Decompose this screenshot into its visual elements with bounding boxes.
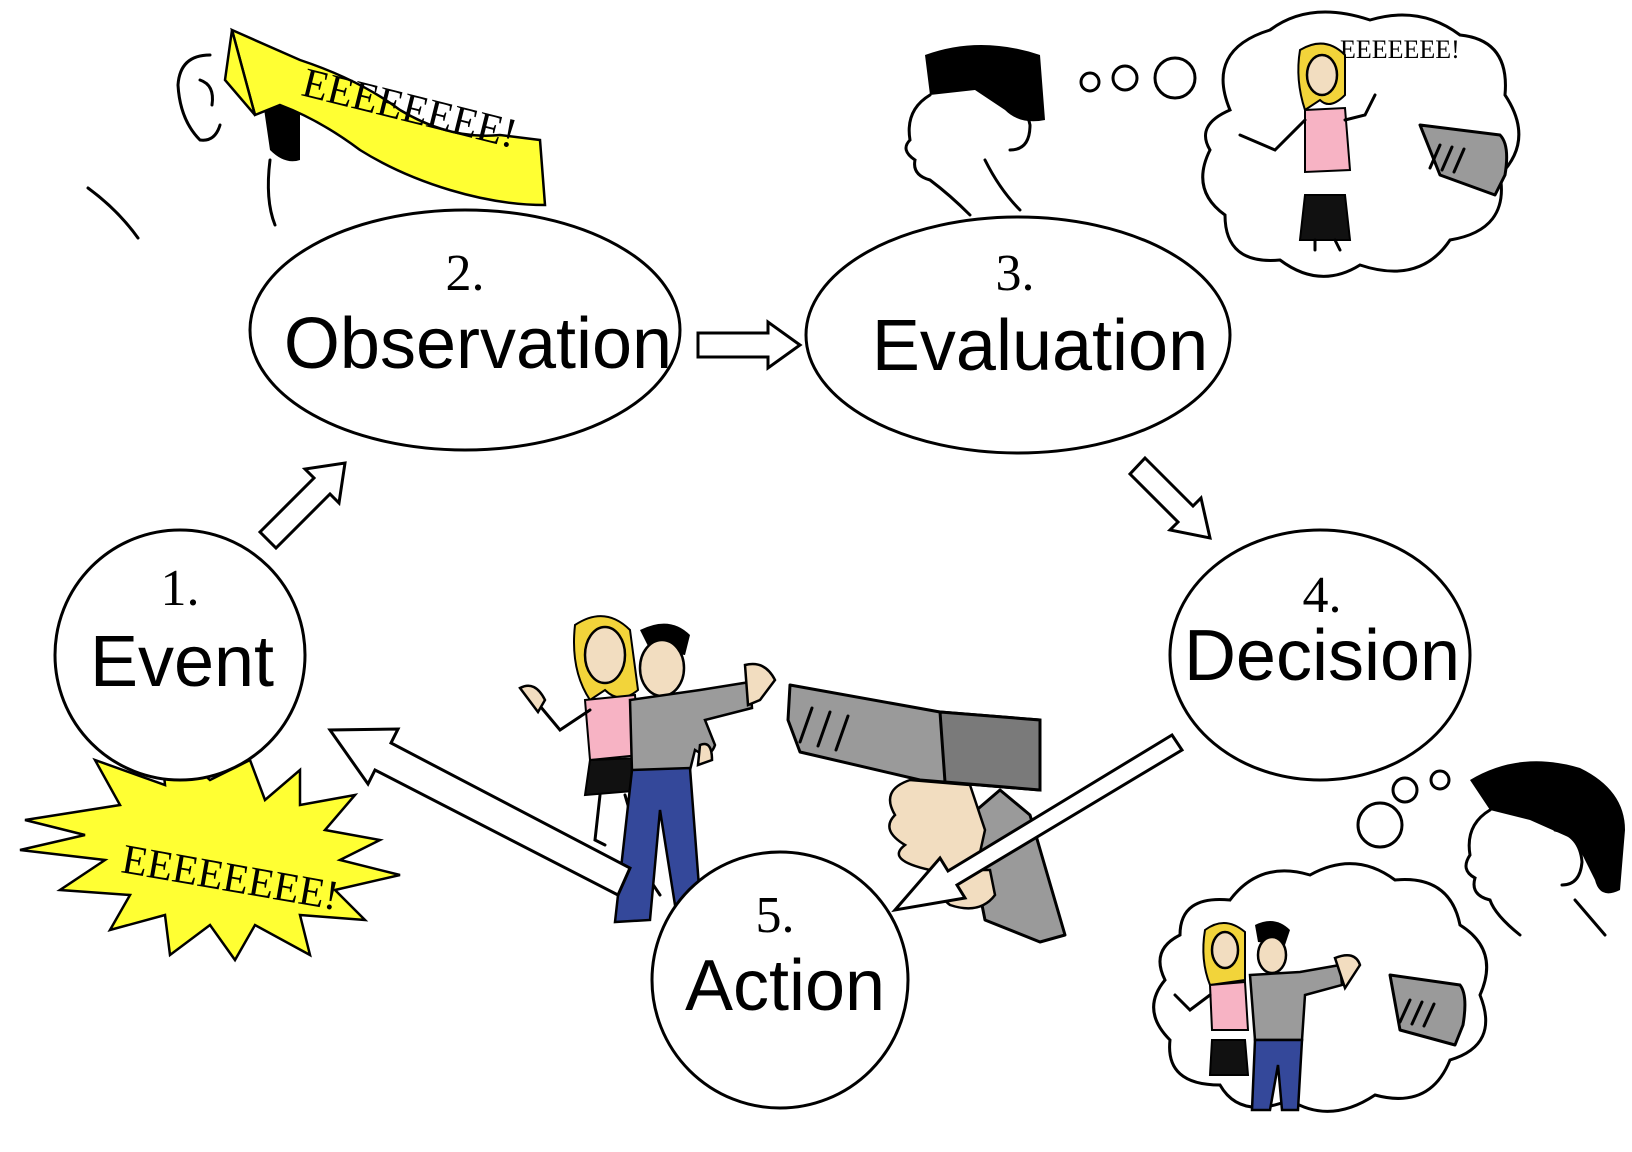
arrow-event-to-observation (257, 461, 347, 551)
node-event-label: Event (90, 622, 274, 702)
node-observation: 2. Observation (248, 208, 682, 452)
node-action: 5. Action (650, 850, 910, 1110)
node-decision-number: 4. (1303, 567, 1342, 624)
node-action-number: 5. (756, 887, 795, 944)
node-event-number: 1. (161, 560, 200, 617)
thought-cloud-top: EEEEEEE! (1201, 10, 1521, 278)
node-decision: 4. Decision (1168, 528, 1472, 782)
thinking-man-top (904, 45, 1197, 217)
node-action-label: Action (685, 946, 885, 1026)
node-evaluation-number: 3. (996, 245, 1035, 302)
arrow-action-to-event (327, 727, 632, 898)
couple-illustration (518, 615, 777, 924)
node-observation-label: Observation (284, 304, 672, 384)
node-observation-number: 2. (446, 245, 485, 302)
node-evaluation: 3. Evaluation (804, 215, 1232, 455)
arrow-evaluation-to-decision (1127, 455, 1212, 540)
scream-burst: EEEEEEEE! (19, 731, 401, 963)
thinking-man-bottom (1356, 761, 1625, 937)
node-event: 1. Event (53, 528, 307, 782)
gun-illustration (786, 683, 1067, 944)
arrow-decision-to-action (891, 732, 1185, 913)
thought-scream-text: EEEEEEE! (1340, 35, 1460, 64)
node-evaluation-label: Evaluation (872, 306, 1208, 386)
arrow-observation-to-evaluation (696, 319, 803, 371)
thought-cloud-bottom (1152, 862, 1489, 1113)
node-decision-label: Decision (1184, 616, 1460, 696)
